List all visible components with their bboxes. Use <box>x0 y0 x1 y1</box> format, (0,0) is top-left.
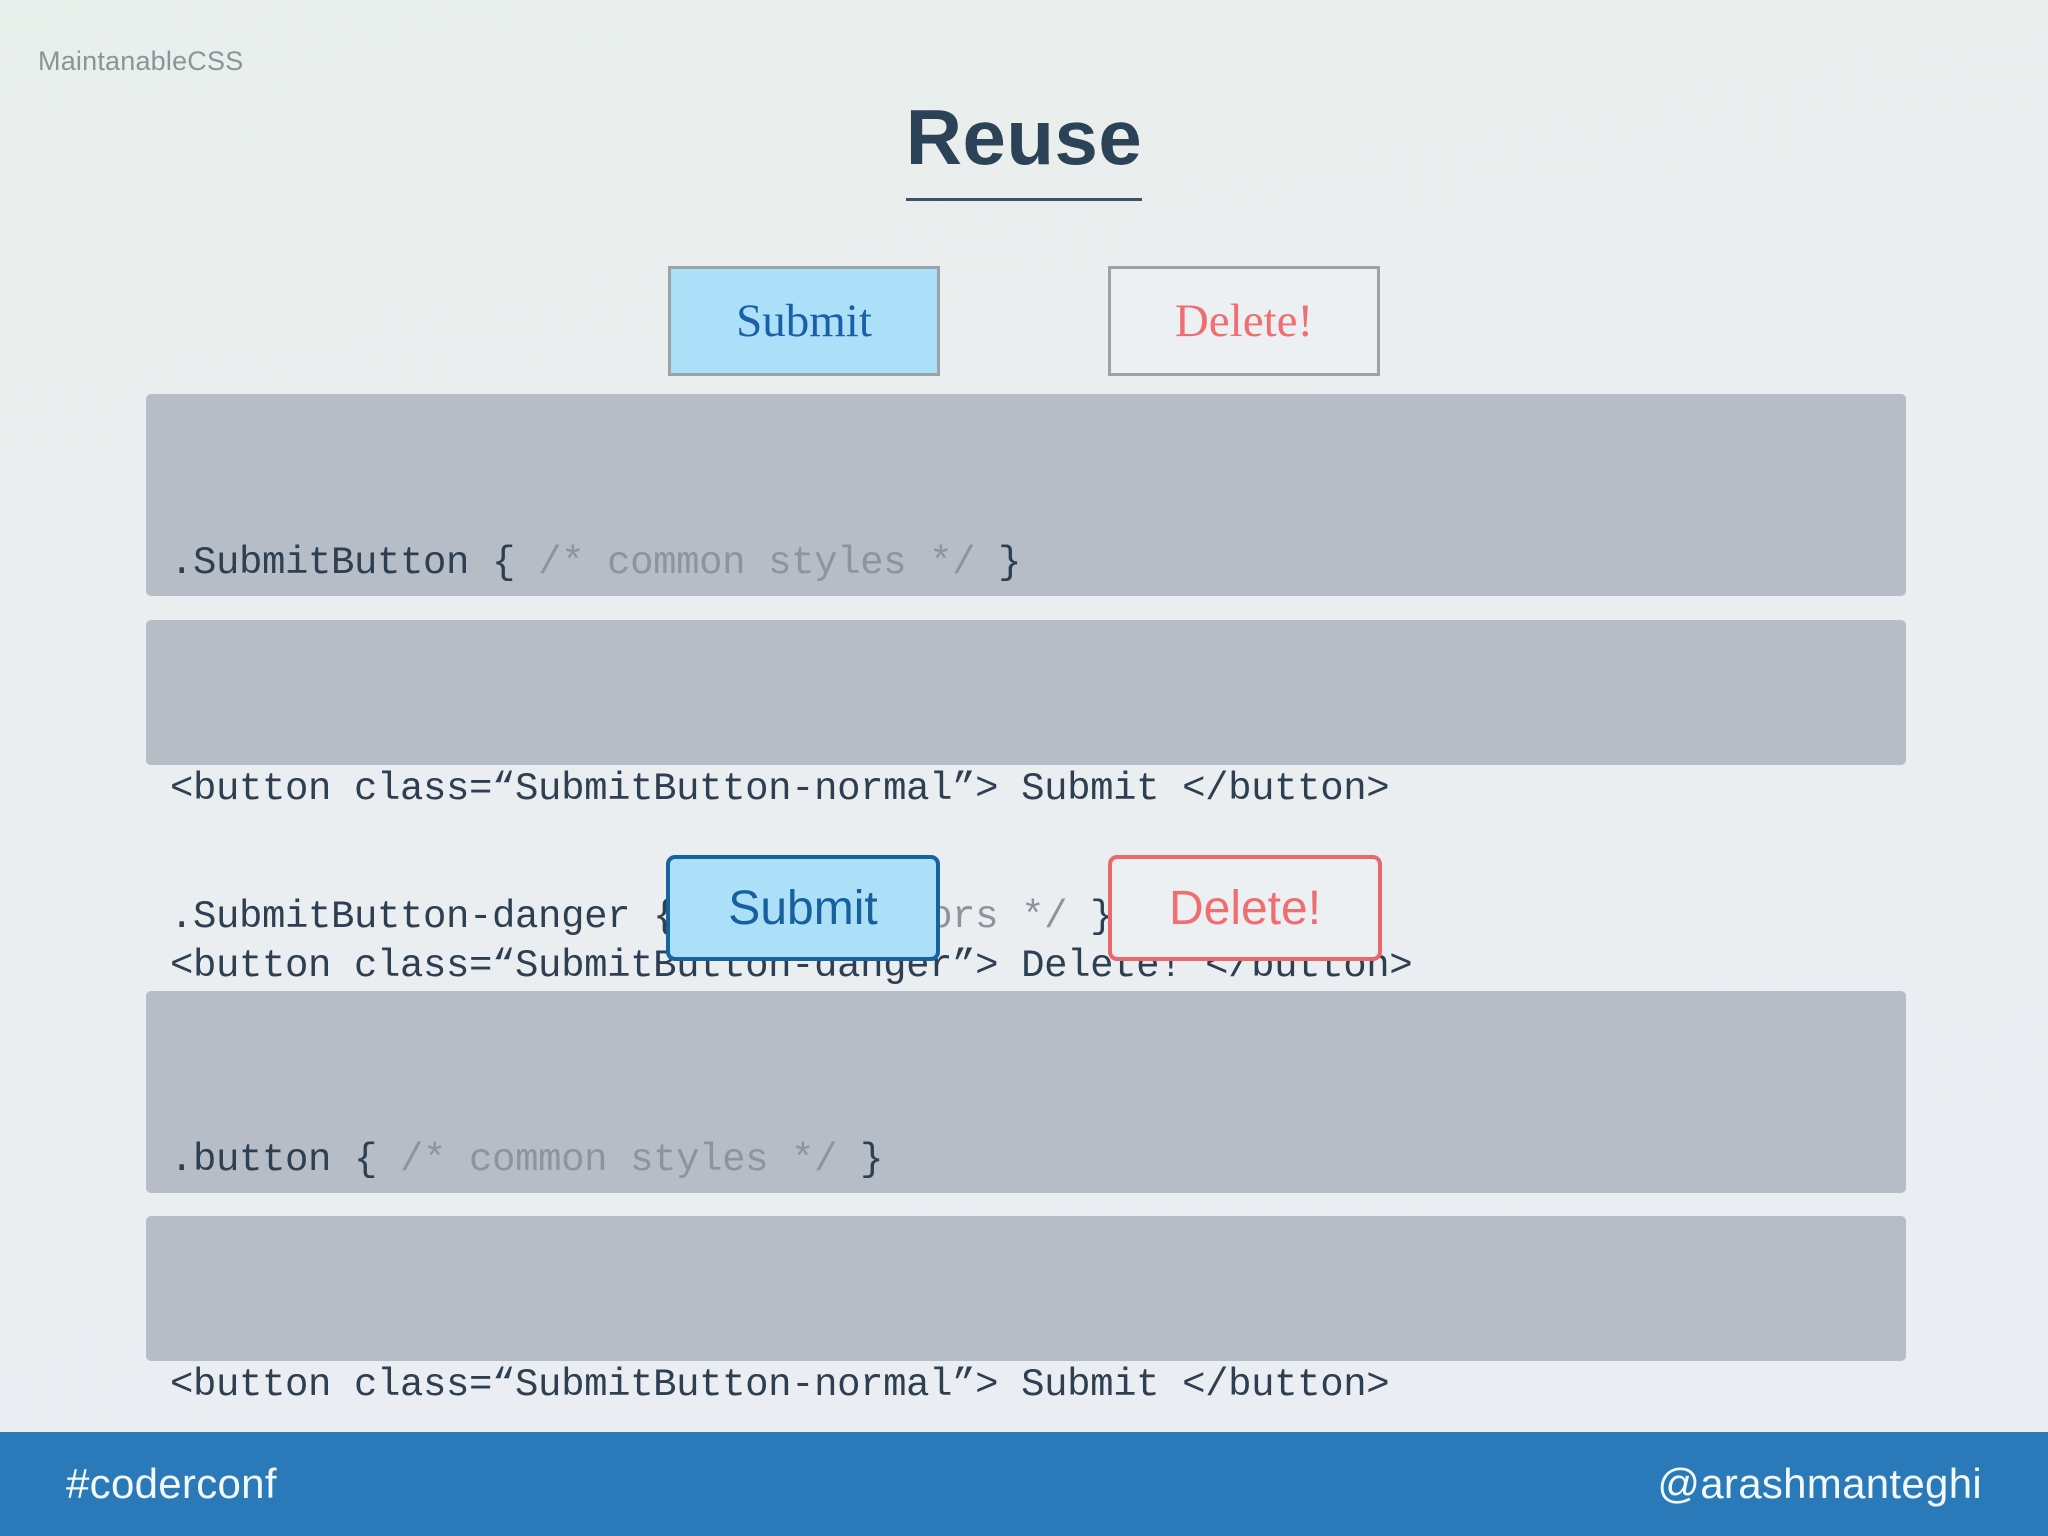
button-row-bottom: Submit Delete! <box>0 855 2048 961</box>
code-block-css-button: .button { /* common styles */ } .SubmitB… <box>146 991 1906 1536</box>
footer-hashtag: #coderconf <box>66 1460 277 1507</box>
code-tail: } <box>1067 895 1114 939</box>
code-selector: .button { <box>170 1138 401 1182</box>
code-selector: .SubmitButton { <box>170 541 539 585</box>
delete-button-bottom[interactable]: Delete! <box>1108 855 1382 961</box>
footer-handle: @arashmanteghi <box>1657 1460 1982 1507</box>
footer-bar: #coderconf @arashmanteghi <box>0 1432 2048 1536</box>
code-line: .button { /* common styles */ } <box>170 1131 1882 1190</box>
button-row-top: Submit Delete! <box>0 266 2048 376</box>
page-title: Reuse <box>905 98 1143 201</box>
code-line: <button class=“SubmitButton-normal”> Sub… <box>170 1363 1390 1407</box>
brand-label: MaintanableCSS <box>38 46 244 76</box>
code-line: .SubmitButton { /* common styles */ } <box>170 534 1882 593</box>
submit-button-bottom[interactable]: Submit <box>666 855 940 961</box>
submit-button-top[interactable]: Submit <box>668 266 940 376</box>
code-comment: /* common styles */ <box>538 541 976 585</box>
code-line: <button class=“SubmitButton-normal”> Sub… <box>170 767 1390 811</box>
page-title-container: Reuse <box>0 98 2048 201</box>
code-comment: /* common styles */ <box>400 1138 838 1182</box>
code-block-html-submitbutton: <button class=“SubmitButton-normal”> Sub… <box>146 620 1906 988</box>
code-tail: } <box>975 541 1022 585</box>
code-block-css-submitbutton: .SubmitButton { /* common styles */ } .S… <box>146 394 1906 939</box>
code-block-html-button: <button class=“SubmitButton-normal”> Sub… <box>146 1216 1906 1407</box>
code-tail: } <box>837 1138 884 1182</box>
delete-button-top[interactable]: Delete! <box>1108 266 1380 376</box>
